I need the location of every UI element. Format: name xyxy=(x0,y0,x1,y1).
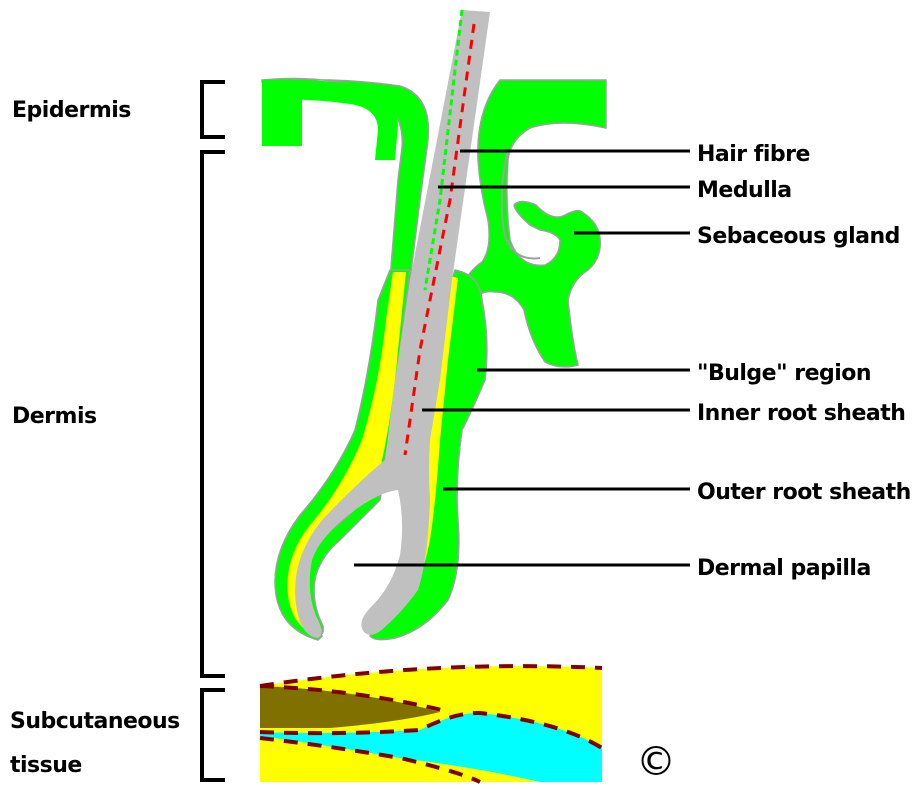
subcutaneous-tissue xyxy=(260,666,602,782)
label-bulge-region: "Bulge" region xyxy=(697,361,871,386)
label-hair-fibre: Hair fibre xyxy=(697,142,810,167)
label-subcutaneous: Subcutaneous xyxy=(10,709,180,734)
label-sebaceous-gland: Sebaceous gland xyxy=(697,224,900,249)
epidermis-bracket xyxy=(202,82,225,137)
dermis-bracket xyxy=(202,152,225,676)
label-medulla: Medulla xyxy=(697,178,792,203)
copyright-icon: © xyxy=(636,739,676,785)
label-tissue: tissue xyxy=(10,753,82,778)
label-outer-root-sheath: Outer root sheath xyxy=(697,480,911,505)
subcutaneous-bracket xyxy=(202,690,225,780)
label-dermis: Dermis xyxy=(12,404,97,429)
label-inner-root-sheath: Inner root sheath xyxy=(697,401,905,426)
label-dermal-papilla: Dermal papilla xyxy=(697,556,871,581)
label-epidermis: Epidermis xyxy=(12,98,131,123)
